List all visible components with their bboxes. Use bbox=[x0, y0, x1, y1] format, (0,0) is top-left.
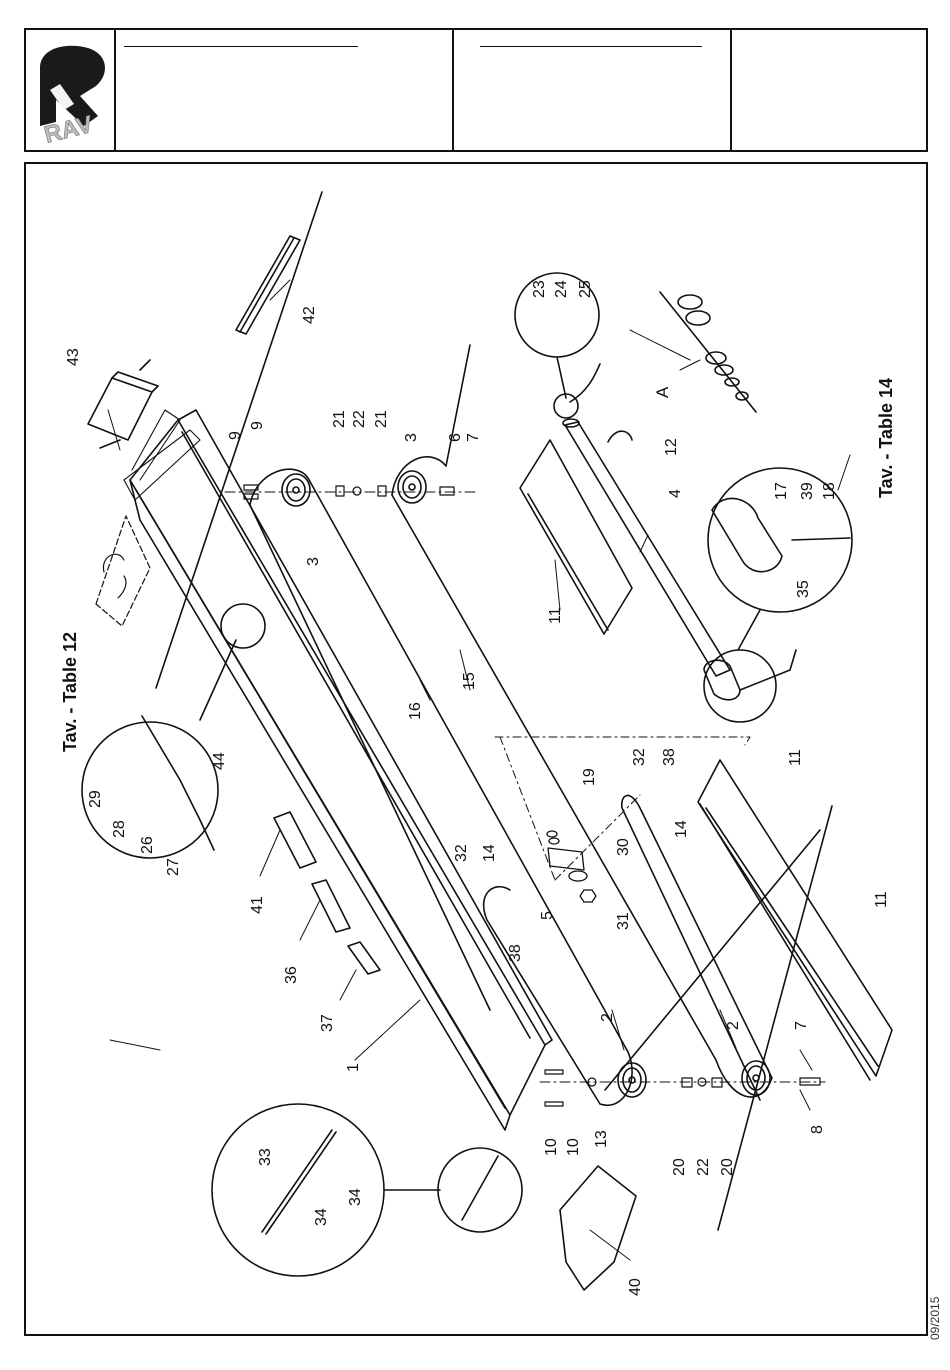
callout-39: 39 bbox=[799, 482, 816, 500]
callout-8: 8 bbox=[809, 1125, 826, 1134]
callout-20a: 20 bbox=[671, 1158, 688, 1176]
callout-35: 35 bbox=[795, 580, 812, 598]
tensioner-5 bbox=[547, 831, 596, 902]
callout-13: 13 bbox=[593, 1130, 610, 1148]
callout-44: 44 bbox=[211, 752, 228, 770]
callout-10b: 10 bbox=[565, 1138, 582, 1156]
axle-parts-bottom bbox=[545, 1070, 820, 1106]
rod-middle bbox=[605, 830, 820, 1090]
belt-16-lower bbox=[250, 505, 490, 1010]
callout-37: 37 bbox=[319, 1014, 336, 1032]
callout-5: 5 bbox=[539, 911, 556, 920]
fitting-line bbox=[142, 716, 214, 850]
callout-23: 23 bbox=[531, 280, 548, 298]
callout-30: 30 bbox=[615, 838, 632, 856]
callout-22a: 22 bbox=[351, 410, 368, 428]
motor-cable bbox=[792, 538, 850, 540]
cable-25 bbox=[570, 364, 600, 402]
wire-12 bbox=[608, 431, 632, 442]
callout-36: 36 bbox=[283, 966, 300, 984]
mount-plate-table-12 bbox=[96, 516, 150, 626]
detail-circle-small-bottom bbox=[438, 1148, 522, 1232]
callout-19: 19 bbox=[581, 768, 598, 786]
pulley-3-right bbox=[398, 471, 426, 503]
detail-link-35 bbox=[738, 610, 760, 650]
label-plate-36 bbox=[312, 880, 350, 932]
callout-25: 25 bbox=[577, 280, 594, 298]
callout-9a: 9 bbox=[227, 431, 244, 440]
callout-11b: 11 bbox=[787, 749, 804, 766]
callout-33: 33 bbox=[257, 1148, 274, 1166]
callout-3a: 3 bbox=[305, 557, 322, 566]
callout-34b: 34 bbox=[347, 1188, 364, 1206]
callout-20b: 20 bbox=[719, 1158, 736, 1176]
callout-21a: 21 bbox=[331, 410, 348, 428]
callout-2a: 2 bbox=[599, 1013, 616, 1022]
callout-22b: 22 bbox=[695, 1158, 712, 1176]
callout-40: 40 bbox=[627, 1278, 644, 1296]
callout-38b: 38 bbox=[661, 748, 678, 766]
callout-15: 15 bbox=[461, 672, 478, 690]
callout-24: 24 bbox=[553, 280, 570, 298]
callout-18: 18 bbox=[821, 482, 838, 500]
callout-26: 26 bbox=[139, 836, 156, 854]
callout-17: 17 bbox=[773, 482, 790, 500]
callout-7b: 7 bbox=[793, 1021, 810, 1030]
callout-32a: 32 bbox=[453, 844, 470, 862]
table-ref-14: Tav. - Table 14 bbox=[876, 378, 896, 498]
callout-32b: 32 bbox=[631, 748, 648, 766]
callout-14a: 14 bbox=[481, 844, 498, 862]
plate-11-top bbox=[520, 440, 632, 634]
callout-1: 1 bbox=[345, 1063, 362, 1072]
label-plate-41 bbox=[274, 812, 316, 868]
shaft-4 bbox=[563, 419, 740, 700]
callout-14b: 14 bbox=[673, 820, 690, 838]
callout-11c: 11 bbox=[873, 891, 890, 908]
label-plate-37 bbox=[348, 942, 380, 974]
table-ref-12: Tav. - Table 12 bbox=[60, 632, 80, 752]
callout-7a: 7 bbox=[465, 433, 482, 442]
callout-42: 42 bbox=[301, 306, 318, 324]
date-code: 09/2015 bbox=[928, 1297, 942, 1340]
callout-11a: 11 bbox=[547, 607, 564, 624]
callout-43: 43 bbox=[65, 348, 82, 366]
pulley-2-right bbox=[742, 1061, 770, 1095]
callout-21b: 21 bbox=[373, 410, 390, 428]
pulley-3-left bbox=[282, 474, 310, 506]
detail-circle-small-motor bbox=[704, 650, 776, 722]
group-label-a: A bbox=[653, 386, 672, 398]
detail-link-23-25 bbox=[557, 357, 566, 398]
callout-27: 27 bbox=[165, 858, 182, 876]
callout-2b: 2 bbox=[725, 1021, 742, 1030]
callout-34a: 34 bbox=[313, 1208, 330, 1226]
bracket-43 bbox=[88, 360, 158, 448]
detail-link-26-29 bbox=[200, 640, 236, 720]
motor-body bbox=[712, 498, 782, 571]
callout-10a: 10 bbox=[543, 1138, 560, 1156]
callout-4: 4 bbox=[667, 489, 684, 498]
callout-6: 6 bbox=[447, 433, 464, 442]
cover-40 bbox=[560, 1166, 636, 1290]
callout-28: 28 bbox=[111, 820, 128, 838]
callout-3b: 3 bbox=[403, 433, 420, 442]
callout-12: 12 bbox=[663, 438, 680, 456]
belt-15 bbox=[392, 345, 470, 495]
main-frame-rail bbox=[124, 410, 552, 1130]
callout-31: 31 bbox=[615, 912, 632, 930]
callout-29: 29 bbox=[87, 790, 104, 808]
detail-circle-small-frame bbox=[221, 604, 265, 648]
cable-motor bbox=[740, 650, 796, 690]
callout-38a: 38 bbox=[507, 944, 524, 962]
rod-small bbox=[462, 1156, 498, 1220]
callout-41: 41 bbox=[249, 896, 266, 914]
callout-9b: 9 bbox=[249, 421, 266, 430]
callout-16: 16 bbox=[407, 702, 424, 720]
